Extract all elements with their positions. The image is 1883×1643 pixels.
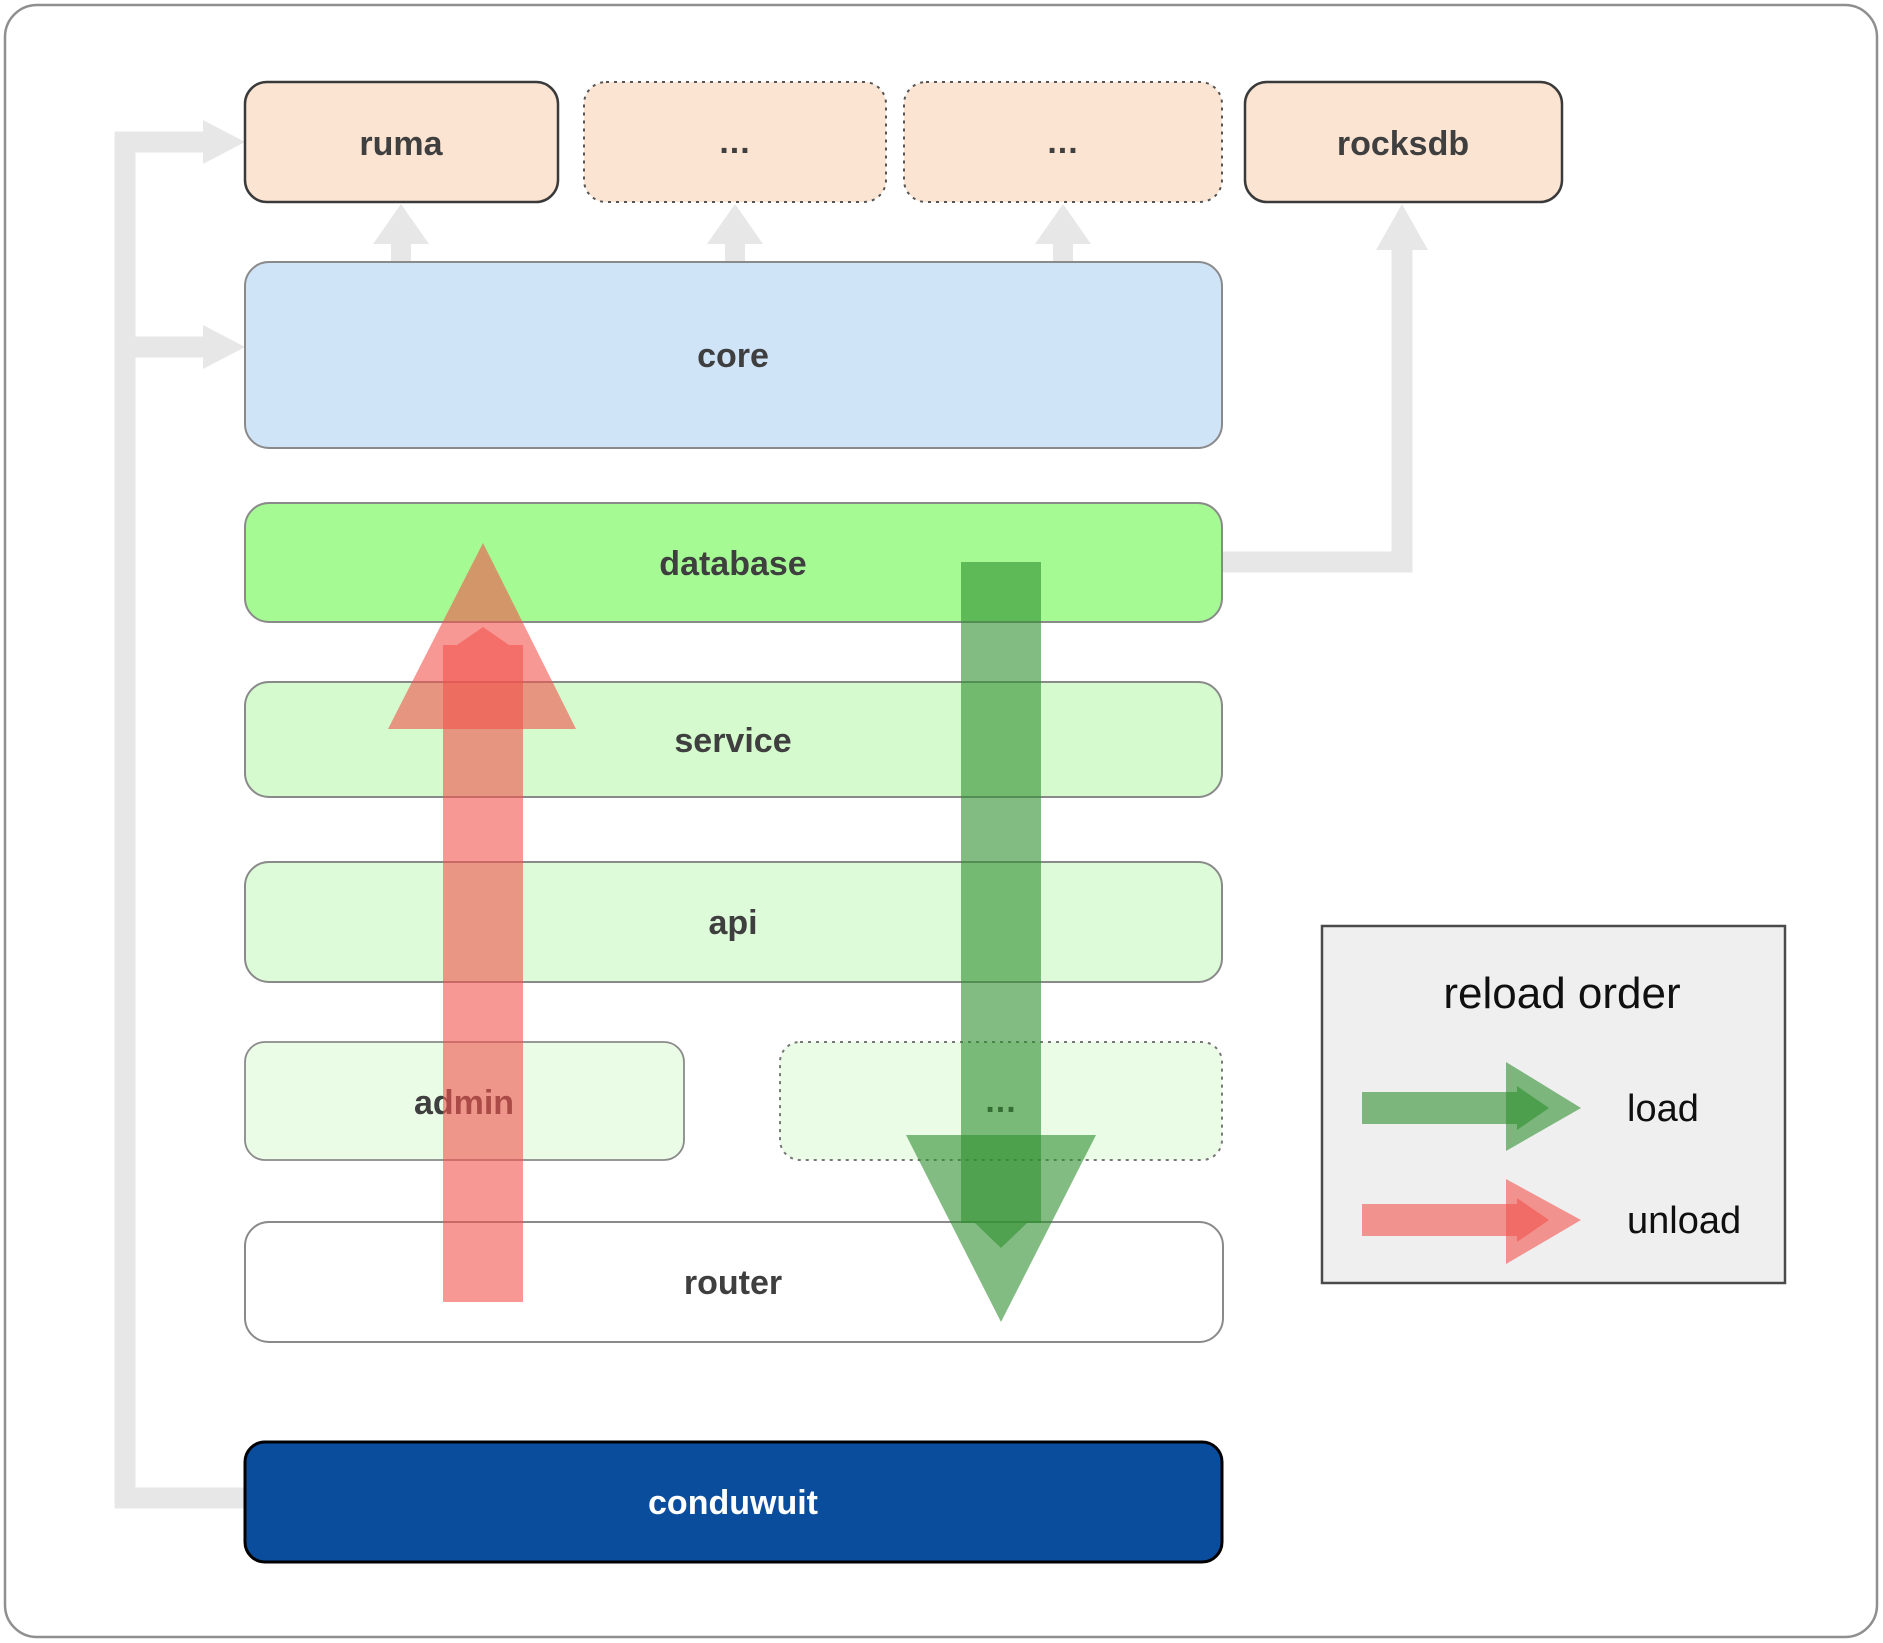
connector-arrowhead-to-core-icon (203, 325, 245, 369)
connector-database-to-rocksdb-line (1222, 246, 1413, 573)
legend-load-head-icon (1506, 1062, 1581, 1151)
label-rocksdb: rocksdb (1337, 125, 1469, 163)
connector-core-to-ruma (373, 204, 429, 264)
node-dep-more-1 (583, 81, 887, 203)
connector-arrowhead-to-ruma-icon (203, 120, 245, 164)
node-conduwuit (243, 1440, 1224, 1564)
label-dep-more-1: ... (719, 123, 750, 161)
legend-unload-arrow-icon (1362, 1179, 1581, 1264)
node-dep-more-2 (903, 81, 1223, 203)
legend-load-label: load (1627, 1088, 1699, 1130)
label-router: router (684, 1264, 782, 1302)
label-dep-more-2: ... (1047, 123, 1078, 161)
legend-load-shaft-icon (1362, 1086, 1549, 1130)
legend: reload order load unload (1320, 924, 1787, 1285)
connector-stem (1053, 240, 1073, 264)
up-arrowhead-icon (1035, 204, 1091, 244)
label-api: api (708, 904, 757, 942)
unload-arrowhead-icon (388, 543, 576, 729)
load-arrow (906, 562, 1096, 1322)
label-core: core (697, 337, 769, 375)
legend-unload-label: unload (1627, 1200, 1741, 1242)
node-ruma (243, 80, 560, 204)
label-service: service (674, 722, 791, 760)
connector-core-to-dep1 (707, 204, 763, 264)
load-arrow-shaft-icon (961, 562, 1041, 1248)
connector-core-to-dep2 (1035, 204, 1091, 264)
outer-container-border (3, 3, 1879, 1639)
legend-unload-shaft-icon (1362, 1198, 1549, 1242)
label-database: database (659, 545, 806, 583)
legend-title: reload order (1443, 969, 1680, 1018)
gray-connectors (114, 120, 1428, 1509)
up-arrowhead-icon (707, 204, 763, 244)
connector-stem (391, 240, 411, 264)
unload-arrow-shaft-icon (443, 627, 523, 1302)
connector-arrowhead-to-rocksdb-icon (1376, 204, 1428, 250)
node-core (244, 261, 1223, 449)
node-rocksdb (1243, 80, 1564, 204)
legend-unload-head-icon (1506, 1179, 1581, 1264)
legend-load-arrow-icon (1362, 1062, 1581, 1151)
connector-stem (725, 240, 745, 264)
up-arrowhead-icon (373, 204, 429, 244)
label-ruma: ruma (359, 125, 443, 163)
connector-conduwuit-to-ruma-line (114, 131, 247, 1509)
label-conduwuit: conduwuit (648, 1484, 818, 1522)
load-arrowhead-icon (906, 1135, 1096, 1322)
unload-arrow (388, 543, 576, 1302)
